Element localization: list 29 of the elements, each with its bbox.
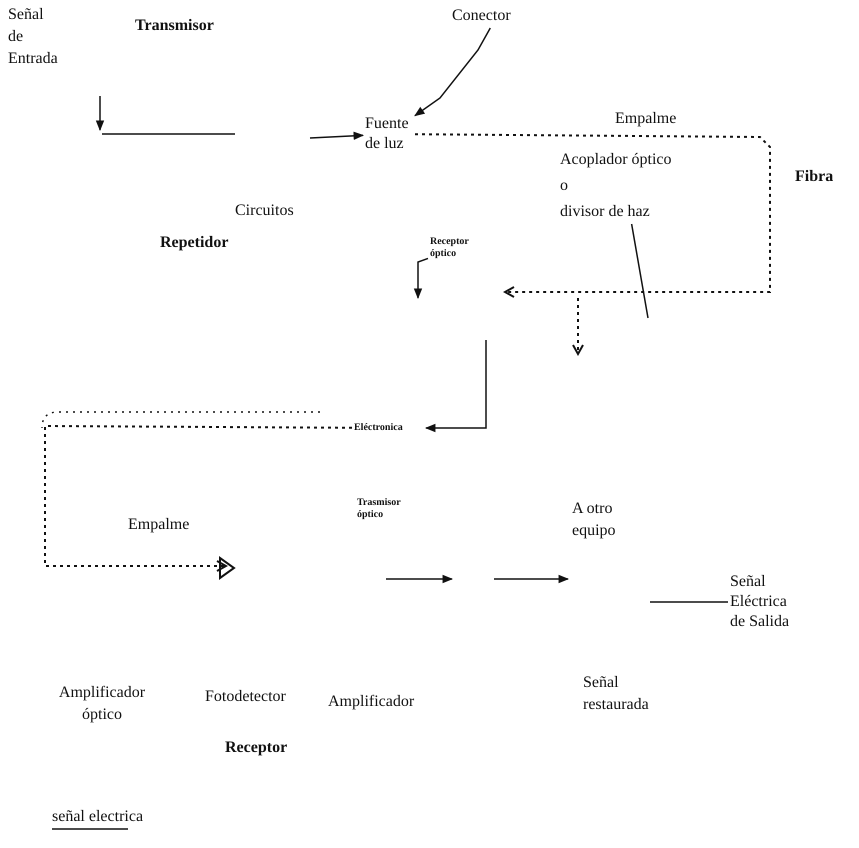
legend-text: señal electrica (52, 808, 144, 825)
text-label: Trasmisor óptico (357, 497, 402, 521)
node-label: o (560, 176, 569, 196)
text-label: Señal de Entrada (8, 5, 56, 69)
node-label: Receptor óptico (430, 236, 470, 260)
node-label: Eléctronica (354, 422, 404, 434)
text-label: Circuitos (235, 201, 295, 221)
text-label: Señal restaurada (583, 673, 650, 715)
text-label: Repetidor (160, 233, 230, 253)
arrow (310, 132, 364, 140)
node-label: Señal Eléctrica de Salida (730, 572, 790, 632)
arrow (424, 340, 487, 432)
optical-fiber-arrow (44, 425, 352, 572)
optical-fiber-arrow (415, 133, 771, 298)
text-label: A otro equipo (572, 499, 617, 541)
node-label: Acoplador óptico (560, 150, 673, 170)
arrow (414, 28, 491, 116)
text-label: Transmisor (135, 16, 215, 36)
text-label: Receptor (225, 738, 288, 758)
text-label: Amplificador (328, 692, 416, 712)
text-label: Empalme (615, 109, 678, 129)
text-label: Amplificador óptico (58, 683, 146, 725)
text-label: Empalme (128, 515, 190, 535)
text-label: Fotodetector (205, 687, 287, 707)
node-label: Conector (452, 6, 512, 26)
text-label: Fibra (795, 167, 834, 187)
node-label: divisor de haz (560, 202, 651, 222)
arrow (414, 258, 428, 300)
node-label: Fuente de luz (365, 114, 410, 154)
